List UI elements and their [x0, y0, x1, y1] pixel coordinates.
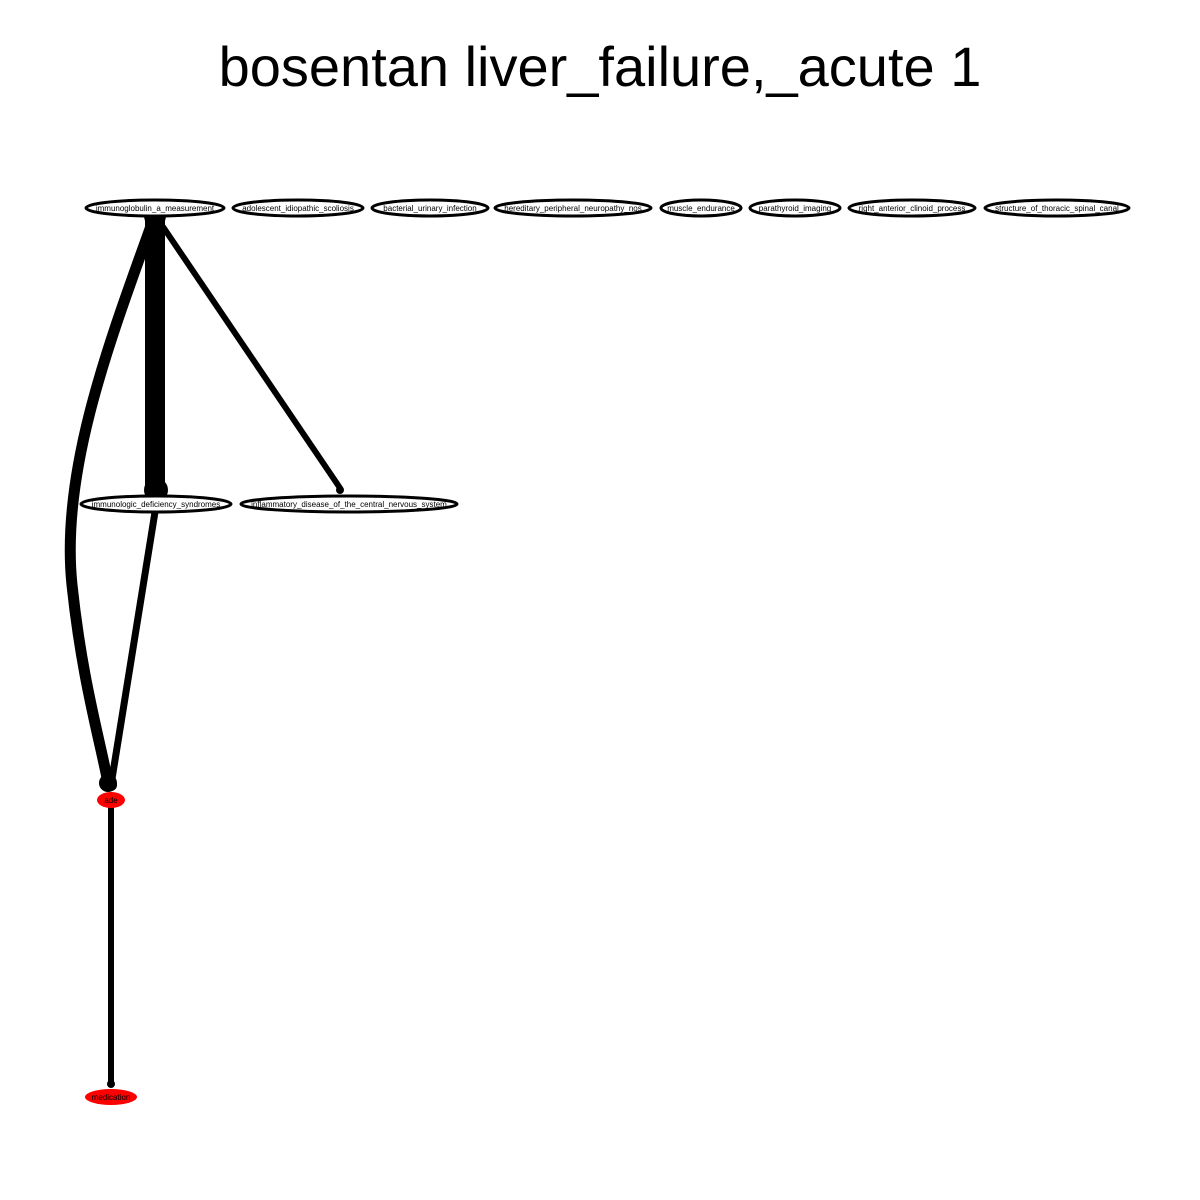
node-right_anterior_clinoid_process[interactable]: right_anterior_clinoid_process: [847, 198, 977, 218]
node-shape[interactable]: [748, 198, 842, 218]
node-parathyroid_imaging[interactable]: parathyroid_imaging: [748, 198, 842, 218]
node-label: bacterial_urinary_infection: [383, 204, 476, 213]
node-label: ade: [104, 796, 118, 805]
node-label: structure_of_thoracic_spinal_canal: [995, 204, 1119, 213]
edge-layer: [64, 205, 344, 1088]
node-label: inflammatory_disease_of_the_central_nerv…: [251, 500, 447, 509]
edge-end-marker: [107, 1080, 115, 1088]
node-shape[interactable]: [239, 494, 459, 514]
node-shape[interactable]: [983, 198, 1131, 218]
node-muscle_endurance[interactable]: muscle_endurance: [659, 198, 743, 218]
node-label: muscle_endurance: [667, 204, 735, 213]
edge-immunoglobulin_measurement-to-inflammatory_disease_cns: [152, 212, 344, 494]
node-label: medication: [92, 1093, 131, 1102]
edge-immunologic_deficiency_syndromes-to-ade: [105, 508, 159, 791]
node-immunologic_deficiency_syndromes[interactable]: immunologic_deficiency_syndromes: [79, 494, 233, 514]
node-label: immunologic_deficiency_syndromes: [92, 500, 221, 509]
node-label: right_anterior_clinoid_process: [859, 204, 966, 213]
node-shape[interactable]: [84, 198, 226, 218]
node-label: parathyroid_imaging: [759, 204, 832, 213]
edge-line: [152, 212, 343, 491]
node-shape[interactable]: [79, 494, 233, 514]
graph-title: bosentan liver_failure,_acute 1: [219, 35, 982, 98]
edge-ade-to-medication: [107, 805, 115, 1088]
edge-end-marker: [336, 486, 344, 494]
node-shape[interactable]: [231, 198, 365, 218]
node-shape[interactable]: [493, 198, 653, 218]
node-label: immunoglobulin_a_measurement: [96, 204, 215, 213]
node-shape[interactable]: [97, 792, 125, 808]
edge-immunoglobulin_measurement-to-immunologic_deficiency_syndromes: [144, 205, 168, 502]
node-shape[interactable]: [847, 198, 977, 218]
node-shape[interactable]: [370, 198, 490, 218]
node-shape[interactable]: [85, 1089, 137, 1105]
node-adolescent_idiopathic_scoliosis[interactable]: adolescent_idiopathic_scoliosis: [231, 198, 365, 218]
node-label: hereditary_peripheral_neuropathy_nos: [504, 204, 641, 213]
node-immunoglobulin_measurement[interactable]: immunoglobulin_a_measurement: [84, 198, 226, 218]
node-structure_of_thoracic_spinal_canal[interactable]: structure_of_thoracic_spinal_canal: [983, 198, 1131, 218]
node-label: adolescent_idiopathic_scoliosis: [242, 204, 354, 213]
node-inflammatory_disease_cns[interactable]: inflammatory_disease_of_the_central_nerv…: [239, 494, 459, 514]
node-medication[interactable]: medication: [85, 1089, 137, 1105]
node-hereditary_peripheral_neuropathy_nos[interactable]: hereditary_peripheral_neuropathy_nos: [493, 198, 653, 218]
node-bacterial_urinary_infection[interactable]: bacterial_urinary_infection: [370, 198, 490, 218]
node-ade[interactable]: ade: [97, 792, 125, 808]
node-layer: immunoglobulin_a_measurement adolescent_i…: [79, 198, 1131, 1105]
edge-line: [107, 508, 159, 789]
edge-line: [64, 209, 161, 789]
edge-end-marker: [105, 779, 117, 791]
node-shape[interactable]: [659, 198, 743, 218]
